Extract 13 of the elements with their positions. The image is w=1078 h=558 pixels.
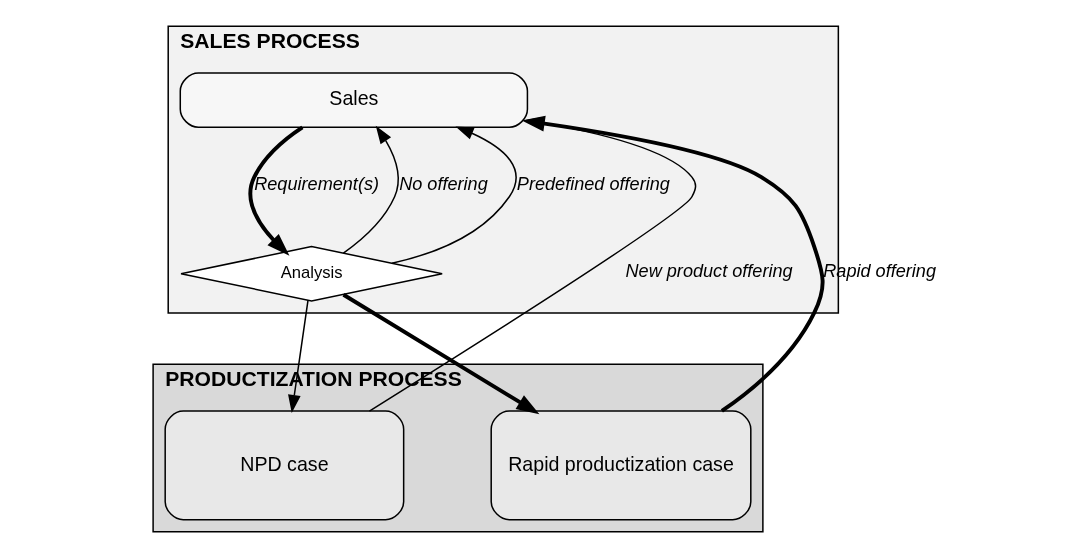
- node-diamond: Analysis: [179, 245, 443, 302]
- edge-label: Predefined offering: [516, 174, 670, 195]
- node-box: NPD case: [163, 410, 404, 521]
- arrow: [287, 299, 309, 414]
- arrow: [342, 125, 399, 254]
- arrow: [247, 125, 303, 256]
- node-box: Rapid productization case: [489, 410, 752, 521]
- edge-label: Requirement(s): [253, 174, 379, 195]
- edge-label: No offering: [398, 174, 488, 195]
- node-box: Sales: [179, 72, 528, 129]
- arrow: [342, 293, 539, 415]
- arrow: [390, 126, 517, 264]
- edge-label: New product offering: [625, 260, 793, 281]
